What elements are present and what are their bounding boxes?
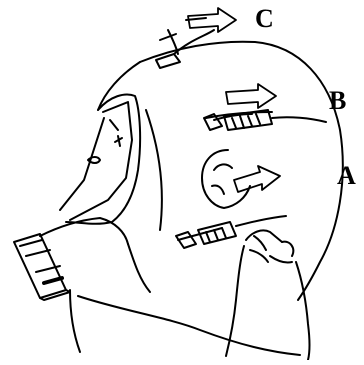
mask-seam (146, 110, 162, 230)
filter-canister (14, 234, 70, 300)
neck-front (70, 290, 80, 352)
label-c: C (255, 6, 274, 32)
faceplate-inner-line (60, 118, 104, 210)
label-a: A (337, 163, 356, 189)
strap-c (156, 8, 236, 68)
faceplate-lower-edge (40, 218, 128, 244)
label-b: B (329, 88, 346, 114)
ear (202, 150, 250, 208)
inner-nose-line (110, 120, 118, 130)
hand (226, 230, 310, 360)
mask-body-line (128, 244, 150, 292)
arrow-a (234, 166, 280, 192)
faceplate-lens (70, 102, 132, 220)
arrow-b (226, 84, 276, 108)
neck-shoulder-outline (78, 296, 300, 355)
inner-mark (115, 136, 122, 146)
strap-b (204, 84, 326, 130)
